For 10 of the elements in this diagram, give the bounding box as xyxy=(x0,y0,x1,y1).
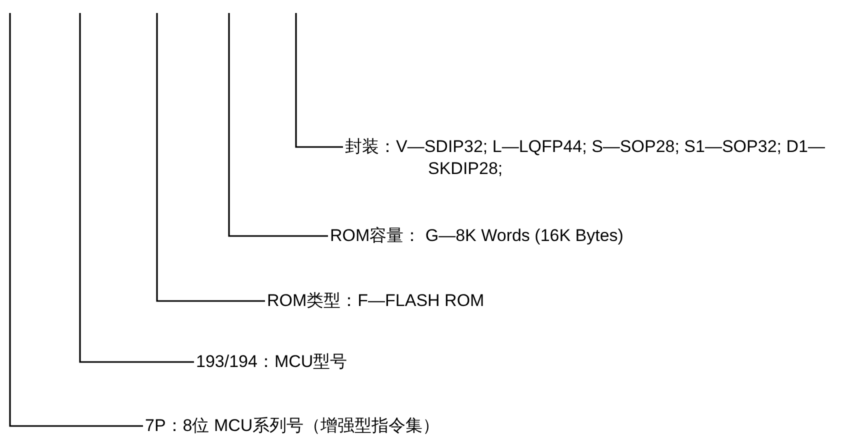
annotation-text: ROM类型：F—FLASH ROM xyxy=(267,290,484,312)
annotation-text: ROM容量： G—8K Words (16K Bytes) xyxy=(330,225,624,247)
leader-line xyxy=(79,13,194,363)
leader-line xyxy=(9,13,143,427)
leader-line xyxy=(228,13,328,237)
annotation-text: 193/194：MCU型号 xyxy=(196,351,348,373)
leader-line xyxy=(295,13,343,148)
annotation-text: 封装：V—SDIP32; L—LQFP44; S—SOP28; S1—SOP32; D1—SKDIP28; xyxy=(345,136,860,180)
annotation-text: 7P：8位 MCU系列号（增强型指令集） xyxy=(145,415,440,437)
leader-line xyxy=(156,13,265,302)
